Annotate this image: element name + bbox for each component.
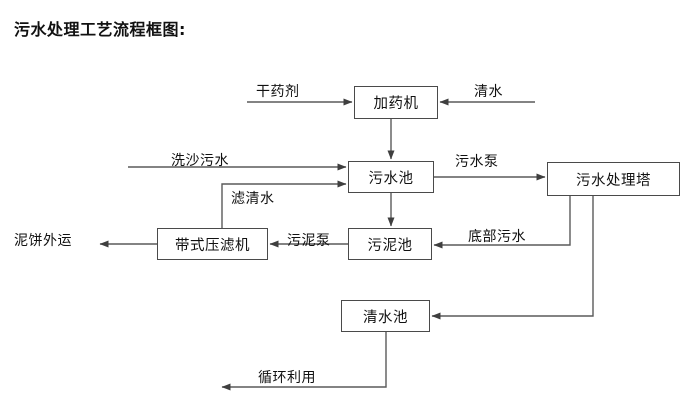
node-label: 带式压滤机 [175,237,250,254]
node-treatment-tower[interactable]: 污水处理塔 [547,162,680,196]
label-mud-cake-out: 泥饼外运 [14,233,72,249]
arrow-clear-water-pool-to-recycle [221,332,387,391]
node-dosing-machine[interactable]: 加药机 [354,86,438,119]
node-sewage-pool[interactable]: 污水池 [348,161,434,193]
node-label: 加药机 [373,96,419,112]
label-sludge-pump: 污泥泵 [287,233,331,249]
node-label: 污水处理塔 [576,172,651,189]
node-clear-water-pool[interactable]: 清水池 [341,300,430,332]
node-label: 污水池 [368,170,414,187]
label-recycle-reuse: 循环利用 [258,370,316,386]
label-sewage-pump: 污水泵 [455,154,499,170]
label-filtered-water: 滤清水 [231,191,275,207]
label-sand-wash-sewage: 洗沙污水 [171,153,229,169]
label-bottom-sewage: 底部污水 [468,229,526,245]
label-clean-water-input: 清水 [474,84,503,100]
node-sludge-pool[interactable]: 污泥池 [348,228,432,260]
node-belt-filter-press[interactable]: 带式压滤机 [157,228,268,260]
label-dry-chemical: 干药剂 [256,84,300,100]
arrow-filtered-water-to-sewage-pool [221,180,347,228]
node-label: 污泥池 [367,237,413,254]
node-label: 清水池 [363,309,408,326]
page-title: 污水处理工艺流程框图: [14,20,186,39]
arrow-bottom-sewage-to-sludge-pool [433,196,571,249]
arrow-treatment-tower-to-clear-water-pool [431,196,594,320]
